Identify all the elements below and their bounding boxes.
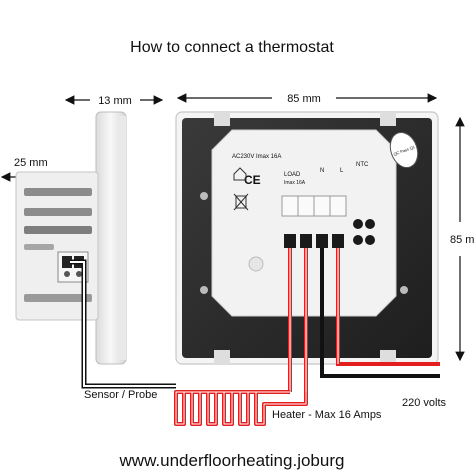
terminal-n-label: N bbox=[320, 168, 324, 174]
height-label: 85 mm bbox=[450, 234, 474, 246]
width-label: 85 mm bbox=[287, 93, 321, 105]
height-dimension: 85 mm bbox=[450, 116, 474, 362]
side-depth-label: 13 mm bbox=[98, 95, 132, 107]
footer-url: www.underfloorheating.joburg bbox=[119, 451, 345, 470]
terminal-ntc-label: NTC bbox=[356, 162, 369, 168]
load-text: LOAD bbox=[284, 172, 301, 178]
width-dimension: 85 mm bbox=[176, 93, 438, 105]
mains-neutral-wire bbox=[320, 248, 440, 378]
thermostat-side-view bbox=[15, 111, 127, 365]
home-icon bbox=[233, 167, 247, 181]
side-depth-dimension: 13 mm bbox=[64, 95, 164, 107]
sensor-label: Sensor / Probe bbox=[84, 389, 157, 401]
rear-depth-label: 25 mm bbox=[14, 157, 48, 169]
terminal-l-label: L bbox=[340, 168, 344, 174]
rating-text: AC230V Imax 16A bbox=[232, 154, 281, 160]
heater-label: Heater - Max 16 Amps bbox=[272, 409, 382, 421]
weee-bin-icon bbox=[233, 193, 249, 211]
mains-label: 220 volts bbox=[402, 397, 447, 409]
wiring bbox=[70, 248, 440, 426]
thermostat-rear-view: AC230V Imax 16A CE LOAD Imax 16A N L NTC… bbox=[175, 111, 439, 365]
ce-mark: CE bbox=[244, 173, 261, 187]
load-sub-text: Imax 16A bbox=[284, 180, 306, 186]
diagram-title: How to connect a thermostat bbox=[130, 39, 334, 56]
qc-sticker: QC Pass Q1 bbox=[389, 132, 419, 168]
terminal-block bbox=[281, 195, 375, 248]
